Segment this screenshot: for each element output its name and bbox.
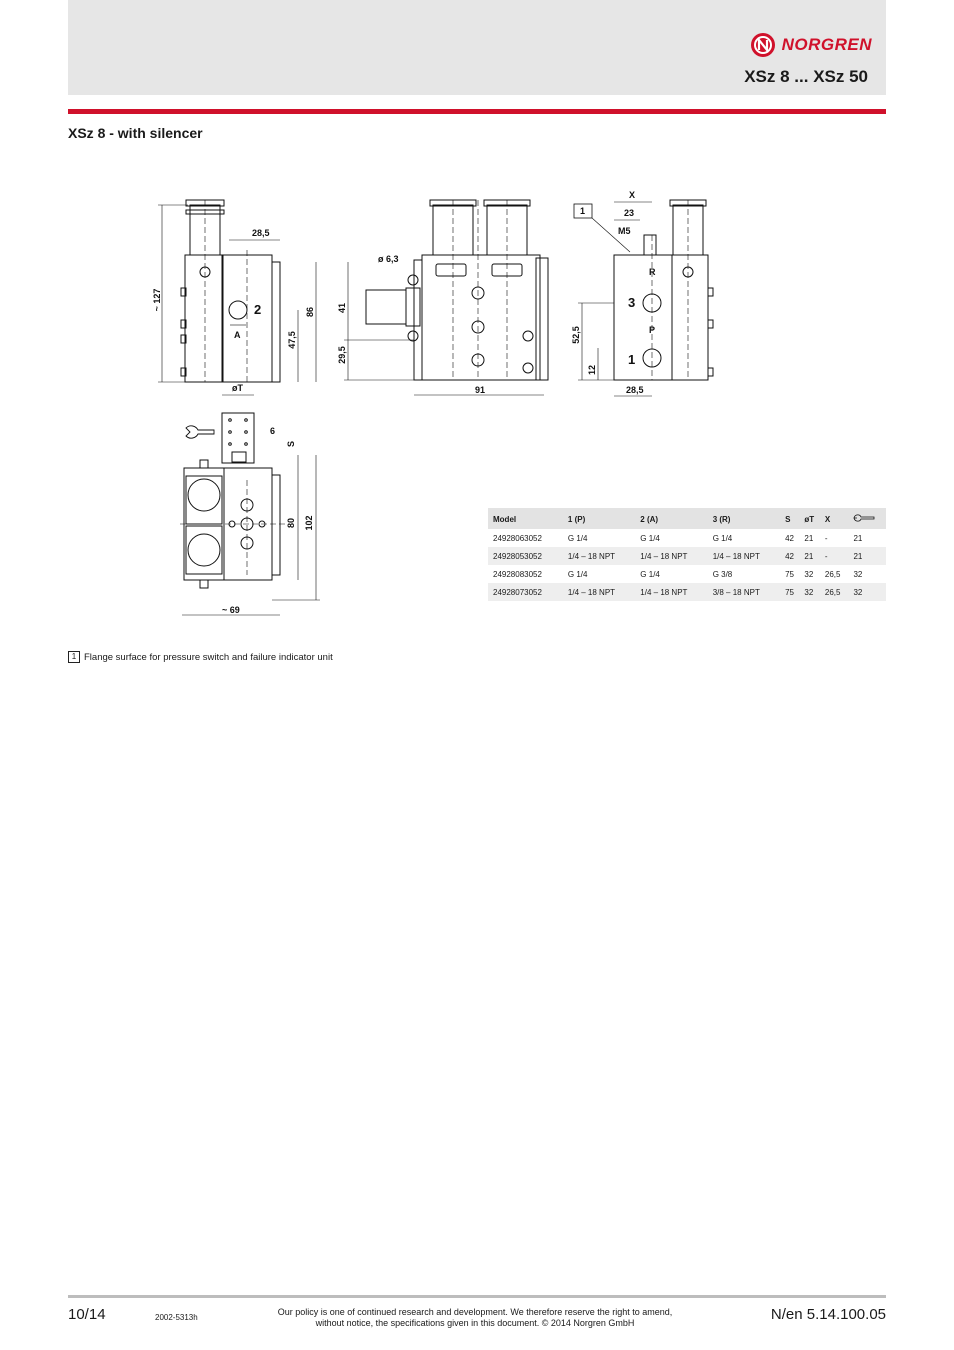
port-1-label: 1 — [628, 352, 635, 367]
table-row: 24928063052 G 1/4 G 1/4 G 1/4 42 21 - 21 — [488, 529, 886, 547]
port-2-label: 2 — [254, 302, 261, 317]
cell-port-3: 1/4 – 18 NPT — [707, 547, 781, 565]
cell-port-1: 1/4 – 18 NPT — [562, 547, 636, 565]
cell-port-3: G 1/4 — [712, 534, 733, 543]
brand-name: NORGREN — [781, 35, 872, 54]
dim-6-3: ø 6,3 — [378, 254, 399, 264]
cell-ot: 32 — [799, 583, 820, 601]
dim-23: 23 — [624, 208, 634, 218]
wrench-icon — [853, 514, 875, 522]
dim-52-5: 52,5 — [571, 326, 581, 344]
cell-x: - — [824, 534, 828, 543]
policy-line-1: Our policy is one of continued research … — [277, 1307, 673, 1317]
cell-wrench: 21 — [853, 534, 863, 543]
page-header: NORGREN XSz 8 ... XSz 50 — [68, 0, 886, 95]
dim-102: 102 — [304, 515, 314, 530]
col-port-1: 1 (P) — [562, 508, 636, 529]
table-header-row: Model 1 (P) 2 (A) 3 (R) S øT X — [488, 508, 886, 529]
dim-ot: øT — [232, 383, 243, 393]
norgren-logo: NORGREN — [750, 32, 872, 58]
cell-s: 75 — [780, 583, 800, 601]
col-x: X — [819, 508, 849, 529]
port-p-label: P — [649, 325, 655, 335]
callout-1: 1 — [580, 206, 585, 216]
dim-69: ~ 69 — [222, 605, 240, 615]
port-view — [573, 199, 714, 397]
cell-port-2: 1/4 – 18 NPT — [635, 583, 708, 601]
cell-model: 24928053052 — [488, 547, 563, 565]
cell-ot: 21 — [804, 534, 814, 543]
page-number: 10/14 — [68, 1306, 106, 1323]
dim-28-5-port: 28,5 — [626, 385, 644, 395]
cell-x: 26,5 — [819, 583, 849, 601]
dim-80: 80 — [286, 518, 296, 528]
cell-port-2: G 1/4 — [640, 534, 660, 543]
product-title: XSz 8 ... XSz 50 — [744, 67, 868, 86]
policy-line-2: without notice, the specifications given… — [315, 1318, 635, 1328]
col-ot: øT — [799, 508, 820, 529]
cell-port-1: G 1/4 — [567, 534, 588, 543]
top-view — [180, 394, 320, 616]
dim-m5: M5 — [618, 226, 631, 236]
cell-port-2: G 1/4 — [640, 570, 660, 579]
port-a-label: A — [234, 330, 241, 340]
dim-6: 6 — [270, 426, 275, 436]
table-row: 24928053052 1/4 – 18 NPT 1/4 – 18 NPT 1/… — [488, 547, 886, 565]
dim-28-5: 28,5 — [252, 228, 270, 238]
cell-model: 24928073052 — [488, 583, 563, 601]
col-model: Model — [488, 508, 563, 529]
cell-wrench: 32 — [848, 583, 886, 601]
cell-model: 24928063052 — [493, 534, 542, 543]
cell-port-3: G 3/8 — [712, 570, 733, 579]
port-3-label: 3 — [628, 295, 635, 310]
table-row: 24928073052 1/4 – 18 NPT 1/4 – 18 NPT 3/… — [488, 583, 886, 601]
cell-s: 42 — [785, 534, 794, 543]
footnote: 1 Flange surface for pressure switch and… — [68, 651, 333, 663]
col-s: S — [780, 508, 800, 529]
norgren-emblem-icon — [750, 33, 775, 57]
cell-port-1: G 1/4 — [567, 570, 588, 579]
spec-table: Model 1 (P) 2 (A) 3 (R) S øT X 249280630… — [488, 508, 886, 601]
cell-port-2: 1/4 – 18 NPT — [635, 547, 708, 565]
cell-s: 75 — [785, 570, 794, 579]
document-reference: N/en 5.14.100.05 — [770, 1306, 886, 1323]
footnote-number: 1 — [68, 651, 80, 663]
cell-x: 26,5 — [824, 570, 841, 579]
cell-s: 42 — [780, 547, 800, 565]
footer-rule — [68, 1295, 886, 1298]
section-title: XSz 8 - with silencer — [68, 125, 203, 141]
dim-41: 41 — [337, 303, 347, 313]
cell-port-1: 1/4 – 18 NPT — [562, 583, 636, 601]
dim-x: X — [629, 190, 635, 200]
cell-port-3: 3/8 – 18 NPT — [707, 583, 781, 601]
col-wrench — [848, 508, 886, 529]
header-red-rule — [68, 109, 886, 114]
front-view — [344, 199, 549, 396]
wrench-icon — [185, 425, 215, 439]
dim-91: 91 — [475, 385, 485, 395]
dim-s: S — [286, 441, 296, 447]
policy-statement: Our policy is one of continued research … — [240, 1307, 710, 1329]
dim-12: 12 — [587, 365, 597, 375]
cell-x: - — [819, 547, 849, 565]
document-code: 2002-5313h — [155, 1313, 198, 1322]
side-view — [158, 199, 317, 383]
col-port-2: 2 (A) — [635, 508, 708, 529]
cell-ot: 32 — [804, 570, 814, 579]
dim-47-5: 47,5 — [287, 331, 297, 349]
cell-wrench: 21 — [848, 547, 886, 565]
cell-ot: 21 — [799, 547, 820, 565]
dim-86: 86 — [305, 307, 315, 317]
table-row: 24928083052 G 1/4 G 1/4 G 3/8 75 32 26,5… — [488, 565, 886, 583]
footnote-text: Flange surface for pressure switch and f… — [84, 651, 333, 663]
technical-drawing: ~ 127 28,5 86 47,5 2 A ø 6,3 41 29,5 91 — [152, 190, 714, 616]
cell-model: 24928083052 — [493, 570, 542, 579]
col-port-3: 3 (R) — [707, 508, 781, 529]
dim-29-5: 29,5 — [337, 346, 347, 364]
cell-wrench: 32 — [853, 570, 863, 579]
port-r-label: R — [649, 267, 656, 277]
dim-127: ~ 127 — [152, 289, 162, 312]
